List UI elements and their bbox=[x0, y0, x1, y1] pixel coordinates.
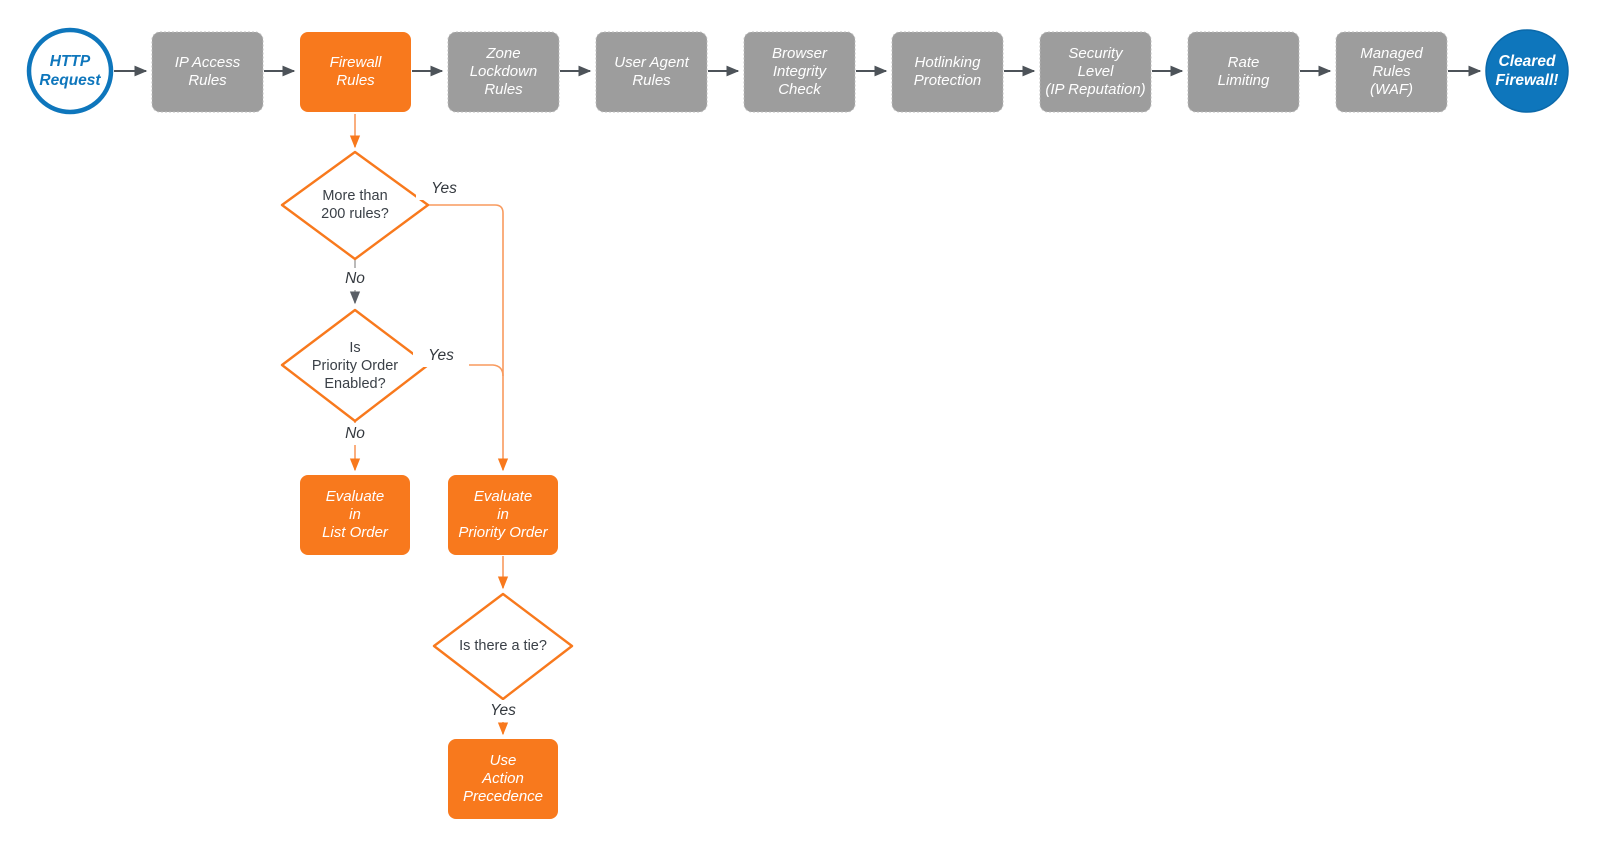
start-node-shape bbox=[26, 27, 114, 115]
action-evaluate-priority-order-shape bbox=[448, 475, 558, 555]
end-node-shape bbox=[1485, 29, 1569, 113]
edge-yes-more-rules bbox=[428, 204, 509, 472]
decision-priority-order-shape bbox=[280, 308, 430, 423]
node-ip-access-rules-shape bbox=[151, 31, 264, 113]
node-firewall-rules-shape bbox=[300, 32, 411, 112]
node-zone-lockdown-rules-shape bbox=[447, 31, 560, 113]
node-browser-integrity-check-shape bbox=[743, 31, 856, 113]
node-rate-limiting-shape bbox=[1187, 31, 1300, 113]
decision-more-rules-shape bbox=[280, 150, 430, 261]
node-hotlinking-protection-shape bbox=[891, 31, 1004, 113]
action-use-action-precedence-shape bbox=[448, 739, 558, 819]
node-security-level-shape bbox=[1039, 31, 1152, 113]
decision-tie-shape bbox=[432, 592, 574, 701]
action-evaluate-list-order-shape bbox=[300, 475, 410, 555]
edge-yes-priority bbox=[428, 364, 504, 377]
node-managed-rules-shape bbox=[1335, 31, 1448, 113]
node-user-agent-rules-shape bbox=[595, 31, 708, 113]
